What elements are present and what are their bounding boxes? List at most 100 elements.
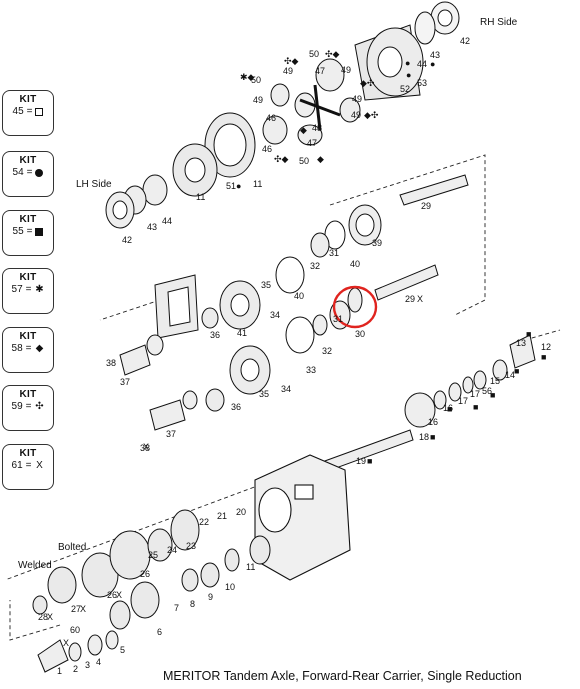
svg-text:38: 38 — [106, 358, 116, 368]
svg-text:4: 4 — [96, 657, 101, 667]
highlight-circle — [332, 285, 378, 329]
svg-text:27: 27 — [71, 604, 81, 614]
svg-text:37: 37 — [120, 377, 130, 387]
svg-text:■: ■ — [473, 402, 478, 412]
kit-title: KIT — [19, 448, 37, 459]
filled-circle-icon — [35, 168, 44, 177]
svg-text:32: 32 — [322, 346, 332, 356]
svg-text:18: 18 — [419, 432, 429, 442]
svg-text:31: 31 — [333, 314, 343, 324]
svg-text:40: 40 — [350, 259, 360, 269]
kit-legend-61: KIT 61= X — [2, 444, 54, 490]
svg-text:■: ■ — [490, 390, 495, 400]
kit-legend-58: KIT 58=◆ — [2, 327, 54, 373]
svg-text:17: 17 — [458, 396, 468, 406]
svg-text:■: ■ — [541, 352, 546, 362]
kit-title: KIT — [19, 94, 37, 105]
svg-text:36: 36 — [210, 330, 220, 340]
differential-case-rh — [354, 1, 460, 101]
svg-text:29: 29 — [405, 294, 415, 304]
svg-text:43: 43 — [147, 222, 157, 232]
svg-text:42: 42 — [460, 36, 470, 46]
kit-legend-57: KIT 57=✱ — [2, 268, 54, 314]
lh-side-label: LH Side — [76, 179, 112, 190]
svg-text:50: 50 — [251, 75, 261, 85]
svg-text:◆✣: ◆✣ — [360, 78, 375, 88]
svg-text:2: 2 — [73, 664, 78, 674]
diamond-icon: ◆ — [35, 343, 44, 354]
kit-number: 45 — [12, 106, 24, 117]
spider-gears — [262, 58, 361, 146]
svg-text:1: 1 — [57, 666, 62, 676]
svg-text:5: 5 — [120, 645, 125, 655]
svg-text:3: 3 — [85, 660, 90, 670]
svg-text:23: 23 — [186, 541, 196, 551]
rh-side-label: RH Side — [480, 17, 518, 28]
kit-legend-55: KIT 55= — [2, 210, 54, 256]
svg-text:16: 16 — [443, 403, 453, 413]
svg-text:11: 11 — [253, 179, 262, 189]
svg-text:37: 37 — [166, 429, 176, 439]
svg-text:◆: ◆ — [317, 154, 324, 164]
svg-text:X: X — [116, 590, 122, 600]
svg-text:46: 46 — [262, 144, 272, 154]
diagram-caption: MERITOR Tandem Axle, Forward-Rear Carrie… — [163, 669, 522, 683]
svg-text:11: 11 — [196, 192, 205, 202]
upper-pinion-shaft — [310, 174, 469, 258]
svg-text:X: X — [47, 612, 53, 622]
svg-text:41: 41 — [237, 328, 247, 338]
svg-text:✣◆: ✣◆ — [284, 56, 299, 66]
svg-text:29: 29 — [421, 201, 431, 211]
svg-text:53: 53 — [417, 78, 427, 88]
svg-text:42: 42 — [122, 235, 132, 245]
svg-text:◆✣: ◆✣ — [364, 110, 379, 120]
kit-number: 55 — [12, 226, 24, 237]
svg-text:11: 11 — [246, 562, 255, 572]
svg-text:31: 31 — [329, 248, 339, 258]
svg-text:35: 35 — [261, 280, 271, 290]
kit-number: 57 — [11, 284, 23, 295]
kit-equals: = — [26, 106, 33, 117]
kit-title: KIT — [19, 155, 37, 166]
svg-text:32: 32 — [310, 261, 320, 271]
svg-text:39: 39 — [372, 238, 382, 248]
svg-text:20: 20 — [236, 507, 246, 517]
svg-text:44: 44 — [417, 59, 427, 69]
svg-text:35: 35 — [259, 389, 269, 399]
svg-text:7: 7 — [174, 603, 179, 613]
svg-text:51: 51 — [226, 181, 236, 191]
svg-text:14: 14 — [505, 370, 515, 380]
kit-number: 61 — [11, 460, 23, 471]
kit-legend-45: KIT 45= — [2, 90, 54, 136]
svg-text:■: ■ — [367, 456, 372, 466]
kit-equals: = — [25, 401, 32, 412]
svg-text:56: 56 — [482, 386, 492, 396]
svg-text:28: 28 — [38, 612, 48, 622]
kit-legend-59: KIT 59=✣ — [2, 385, 54, 431]
svg-text:9: 9 — [208, 592, 213, 602]
kit-title: KIT — [19, 214, 37, 225]
bearing-cages — [154, 274, 271, 412]
svg-text:49: 49 — [351, 110, 361, 120]
svg-text:36: 36 — [231, 402, 241, 412]
svg-text:X: X — [80, 604, 86, 614]
kit-number: 54 — [12, 167, 24, 178]
kit-equals: = — [25, 460, 32, 471]
svg-text:■: ■ — [430, 432, 435, 442]
svg-text:10: 10 — [225, 582, 235, 592]
svg-text:✣◆: ✣◆ — [274, 154, 289, 164]
svg-text:■: ■ — [447, 404, 452, 414]
dashed-leaders — [4, 154, 561, 641]
svg-text:22: 22 — [199, 517, 209, 527]
svg-text:✱◆: ✱◆ — [240, 72, 255, 82]
kit-title: KIT — [19, 272, 37, 283]
asterisk-icon: ✱ — [35, 284, 44, 295]
kit-title: KIT — [19, 389, 37, 400]
carrier-housing — [254, 454, 351, 581]
svg-text:X: X — [417, 294, 423, 304]
x-mark-icon: X — [36, 460, 43, 471]
svg-text:X: X — [143, 442, 149, 452]
svg-text:6: 6 — [157, 627, 162, 637]
